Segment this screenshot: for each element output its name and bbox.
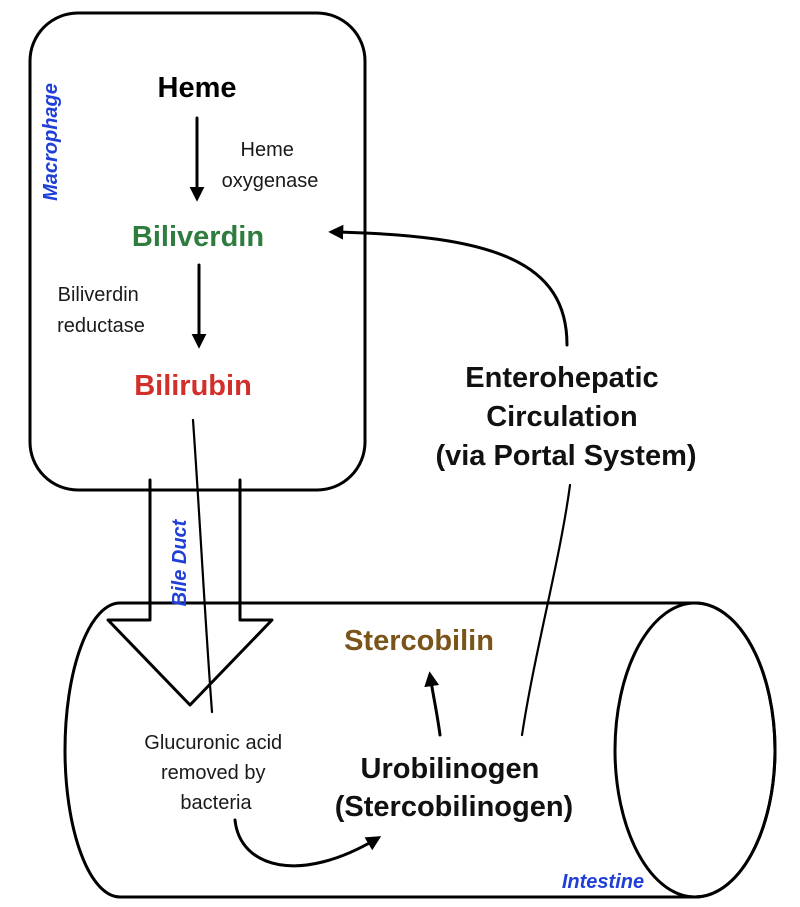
stercobilin-label: Stercobilin: [344, 625, 494, 657]
glucuronic-line-1: Glucuronic acid: [144, 732, 282, 754]
heme-oxygenase-line-2: oxygenase: [222, 170, 319, 192]
urobilinogen-label: Urobilinogen (Stercobilinogen): [335, 753, 573, 823]
enterohepatic-line-2: Circulation: [486, 401, 637, 433]
urobilinogen-to-stercobilin-arrow: [424, 671, 442, 737]
enterohepatic-line-1: Enterohepatic: [465, 362, 658, 394]
glucuronic-to-urobilinogen-arrow: [233, 818, 382, 868]
macrophage-region-label: Macrophage: [40, 83, 62, 201]
bile-duct: [106, 478, 274, 707]
heme-oxygenase-label: Heme oxygenase: [222, 139, 319, 192]
biliverdin-reductase-label: Biliverdin reductase: [57, 284, 145, 337]
bilirubin-label: Bilirubin: [134, 370, 252, 402]
enterohepatic-lower-line: [520, 483, 572, 737]
enterohepatic-return-arrow: [328, 224, 569, 347]
urobilinogen-line-2: (Stercobilinogen): [335, 791, 573, 823]
biliverdin-reductase-line-1: Biliverdin: [58, 284, 139, 306]
enterohepatic-line-3: (via Portal System): [435, 440, 696, 472]
bile-duct-region-label: Bile Duct: [169, 518, 191, 606]
glucuronic-acid-note: Glucuronic acid removed by bacteria: [144, 732, 287, 814]
biliverdin-label: Biliverdin: [132, 221, 264, 253]
intestine: [63, 601, 777, 899]
heme-label: Heme: [158, 72, 237, 104]
glucuronic-line-2: removed by: [161, 762, 266, 784]
heme-oxygenase-line-1: Heme: [241, 139, 294, 161]
glucuronic-line-3: bacteria: [180, 792, 252, 814]
bilirubin-transport-line: [191, 418, 214, 714]
intestine-region-label: Intestine: [562, 871, 644, 893]
biliverdin-reductase-line-2: reductase: [57, 315, 145, 337]
enterohepatic-circulation-label: Enterohepatic Circulation (via Portal Sy…: [435, 362, 696, 472]
urobilinogen-line-1: Urobilinogen: [361, 753, 540, 785]
